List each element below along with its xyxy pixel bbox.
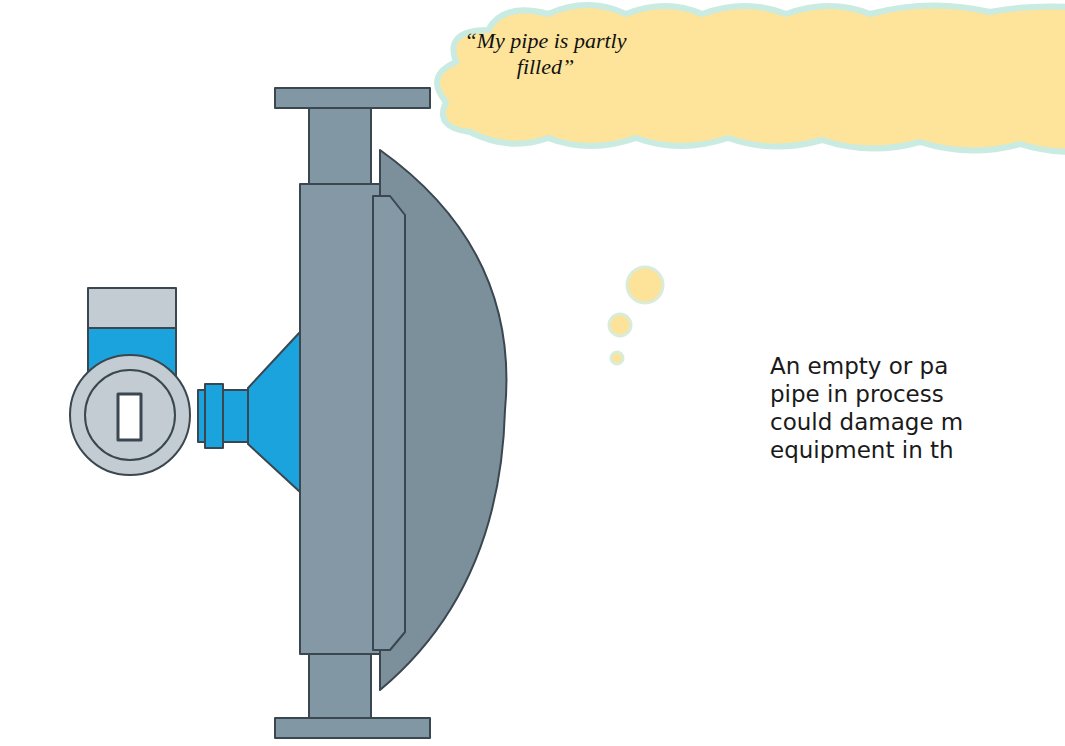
top-stub xyxy=(309,108,371,186)
note-line: equipment in th xyxy=(770,436,954,464)
thought-cloud: “My pipe is partly filled” xyxy=(430,4,1065,154)
thought-dot xyxy=(627,267,663,303)
bottom-stub xyxy=(309,652,371,718)
display-ring xyxy=(85,370,175,460)
display-window xyxy=(118,394,141,440)
note-line: pipe in process xyxy=(770,380,944,408)
thought-dot xyxy=(611,352,623,364)
note-line: could damage m xyxy=(770,408,963,436)
top-flange xyxy=(275,88,430,108)
note-line: An empty or pa xyxy=(770,352,948,380)
thought-text: “My pipe is partly filled” xyxy=(448,28,643,80)
cloud-outline xyxy=(437,5,1065,152)
body-panel xyxy=(373,196,405,650)
meter-body xyxy=(300,184,380,654)
display-bezel xyxy=(70,355,190,475)
housing-cap xyxy=(88,288,176,328)
bottom-flange xyxy=(275,718,430,738)
neck-ring xyxy=(205,384,223,448)
transmitter-neck xyxy=(248,332,300,492)
thought-dot xyxy=(609,314,631,336)
